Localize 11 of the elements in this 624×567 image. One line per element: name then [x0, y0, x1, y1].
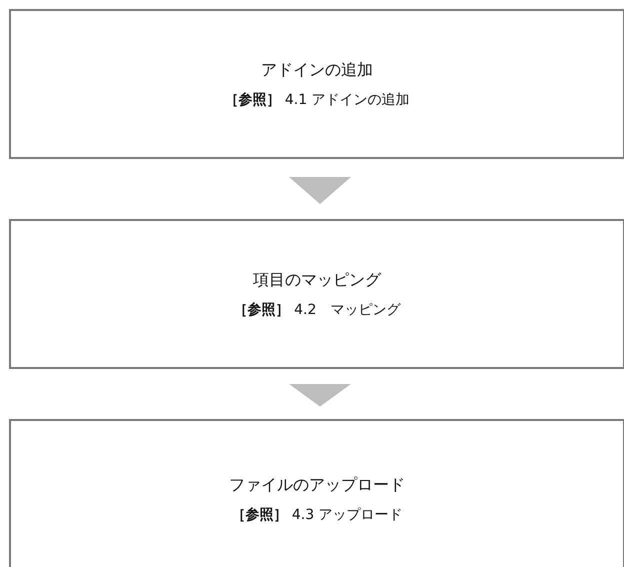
process-box: [9, 219, 624, 369]
reference-text: ［参照］ 4.2 マッピング: [234, 300, 400, 318]
chevron-arrow: [289, 384, 351, 406]
process-box: [9, 419, 624, 567]
reference-text: ［参照］ 4.1 アドインの追加: [224, 90, 410, 108]
process-box: [9, 9, 624, 159]
step-title: アドインの追加: [261, 60, 373, 80]
step-title: ファイルのアップロード: [229, 474, 405, 496]
step-title: 項目のマッピング: [253, 270, 381, 290]
chevron-arrow: [289, 177, 351, 204]
reference-text: ［参照］ 4.3 アップロード: [231, 506, 403, 524]
